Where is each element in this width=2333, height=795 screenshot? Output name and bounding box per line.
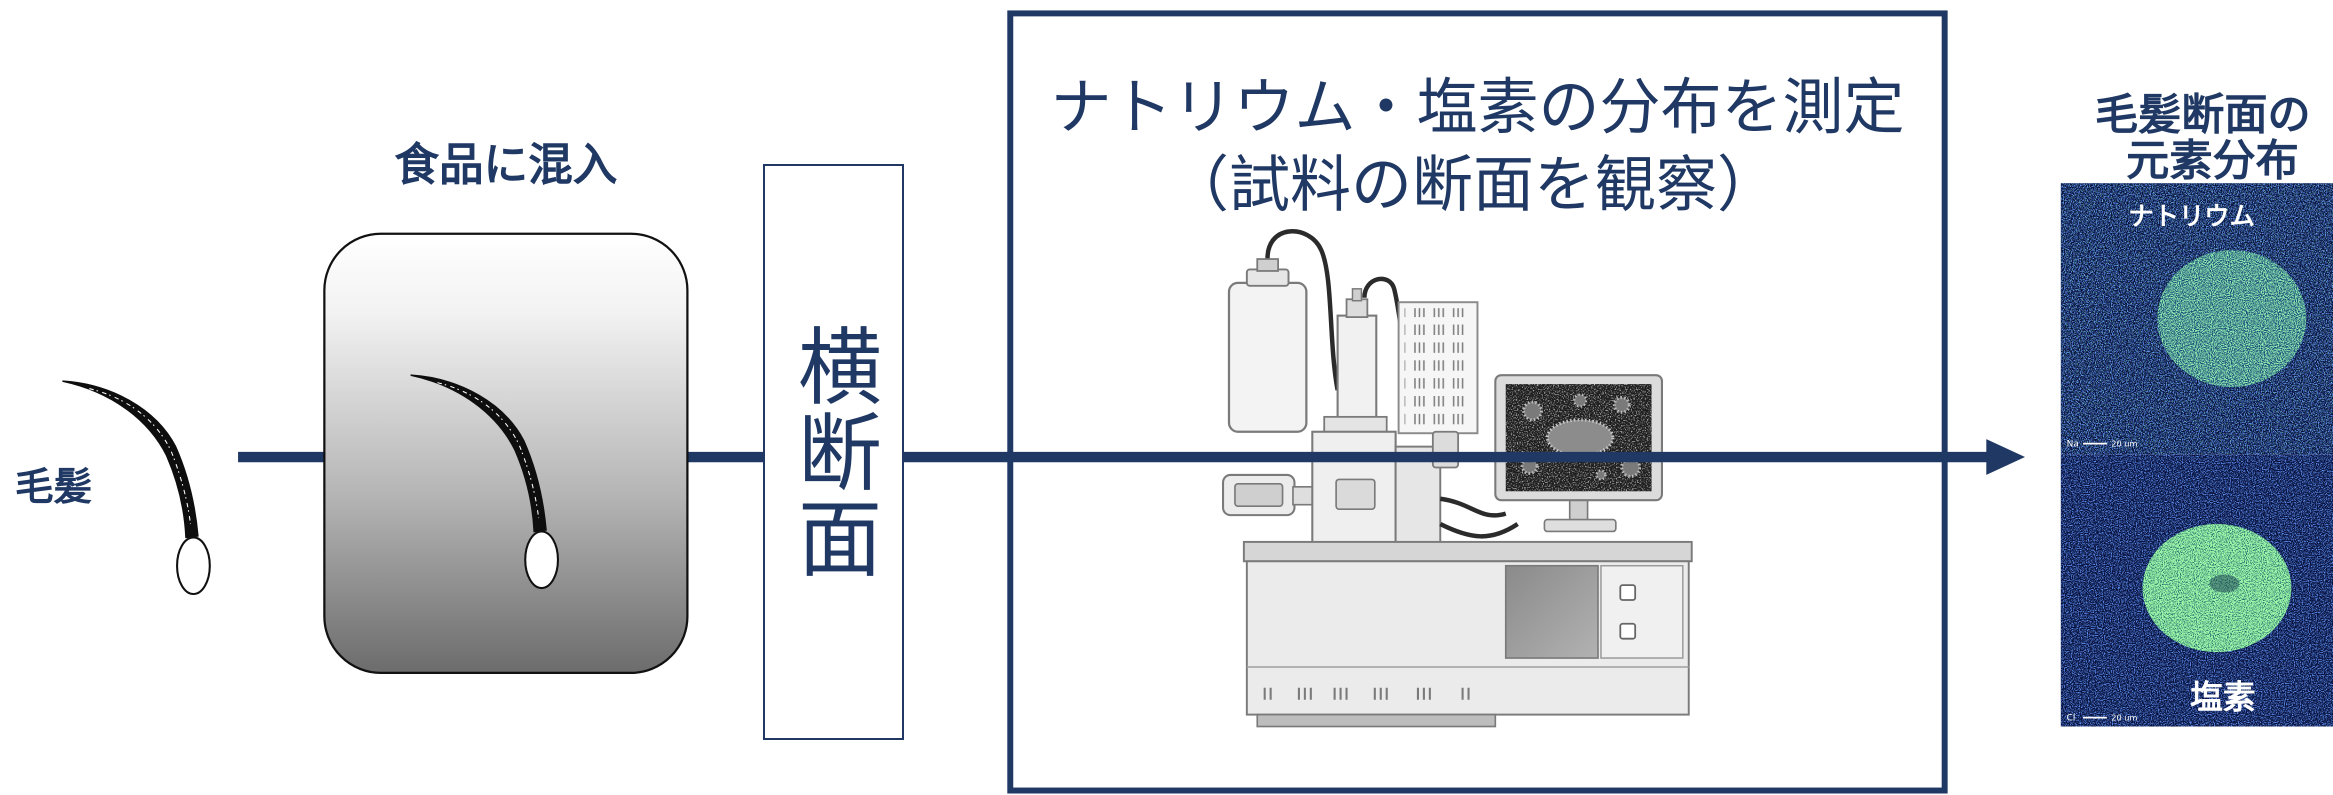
arrow-head — [1986, 439, 2026, 475]
scale-value: 20 um — [2111, 439, 2137, 449]
map-label-chlorine: 塩素 — [2190, 679, 2255, 717]
scale-bar-chlorine: Cl 20 um — [2067, 713, 2138, 724]
electron-microscope-icon — [1221, 229, 1693, 728]
food-container — [323, 232, 689, 675]
cross-section-label: 横断面 — [784, 323, 883, 581]
measurement-title-line2: （試料の断面を観察） — [1168, 149, 1778, 220]
scale-value: 20 um — [2111, 713, 2137, 723]
hair-cross-section-chlorine — [2142, 524, 2292, 653]
measurement-title-line1: ナトリウム・塩素の分布を測定 — [1050, 72, 1904, 143]
hair-cross-section-sodium — [2157, 250, 2307, 388]
scale-symbol: Cl — [2067, 714, 2076, 724]
map-label-sodium: ナトリウム — [2128, 202, 2254, 231]
scale-bar-sodium: Na 20 um — [2067, 439, 2138, 450]
hair-label: 毛髪 — [15, 465, 93, 510]
element-map-sodium: ナトリウム Na 20 um — [2060, 183, 2333, 455]
scale-symbol: Na — [2067, 440, 2079, 450]
food-label: 食品に混入 — [394, 139, 617, 191]
element-map-chlorine: 塩素 Cl 20 um — [2060, 454, 2333, 727]
result-title-line1: 毛髪断面の — [2095, 91, 2311, 141]
result-title-line2: 元素分布 — [2126, 137, 2299, 187]
measurement-frame — [1007, 10, 1948, 794]
cross-section-box: 横断面 — [763, 164, 904, 740]
